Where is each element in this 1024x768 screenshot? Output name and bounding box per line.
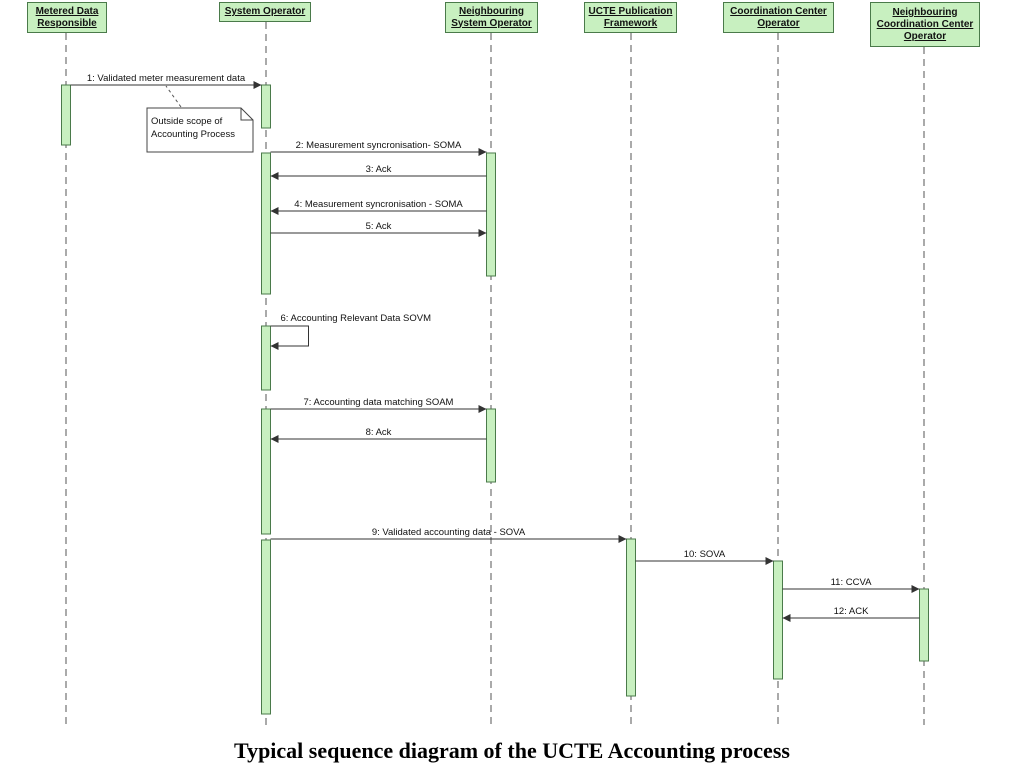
message-label-2: 2: Measurement syncronisation- SOMA	[296, 140, 462, 151]
activation-bar-so-5	[261, 408, 271, 535]
message-arrow-6	[270, 325, 309, 350]
activation-bar-mdr-0	[61, 84, 71, 146]
message-label-7: 7: Accounting data matching SOAM	[304, 397, 454, 408]
lifeline-head-ucte: UCTE Publication Framework	[584, 2, 677, 33]
activation-bar-ncco-10	[919, 588, 929, 662]
activation-bar-so-2	[261, 152, 271, 295]
message-label-9: 9: Validated accounting data - SOVA	[372, 527, 526, 538]
note-box	[146, 107, 254, 153]
note-text-line-1: Outside scope of	[151, 116, 223, 127]
activation-bar-so-1	[261, 84, 271, 129]
message-label-4: 4: Measurement syncronisation - SOMA	[294, 199, 463, 210]
message-label-1: 1: Validated meter measurement data	[87, 73, 246, 84]
activation-bar-ucte-8	[626, 538, 636, 697]
message-label-10: 10: SOVA	[684, 549, 726, 560]
note-connector	[165, 85, 182, 108]
message-label-11: 11: CCVA	[831, 577, 872, 588]
message-label-5: 5: Ack	[366, 221, 392, 232]
lifeline-head-mdr: Metered Data Responsible	[27, 2, 107, 33]
activation-bar-so-4	[261, 325, 271, 391]
message-label-12: 12: ACK	[834, 606, 870, 617]
lifeline-head-nso: Neighbouring System Operator	[445, 2, 538, 33]
activation-bar-nso-6	[486, 408, 496, 483]
lifeline-head-ncco: Neighbouring Coordination Center Operato…	[870, 2, 980, 47]
lifeline-head-so: System Operator	[219, 2, 311, 22]
note-text-line-2: Accounting Process	[151, 129, 235, 140]
activation-bar-nso-3	[486, 152, 496, 277]
message-label-6: 6: Accounting Relevant Data SOVM	[281, 313, 432, 324]
message-label-8: 8: Ack	[366, 427, 392, 438]
activation-bar-so-7	[261, 539, 271, 715]
white-patch	[118, 708, 242, 768]
activation-bar-cco-9	[773, 560, 783, 680]
message-label-3: 3: Ack	[366, 164, 392, 175]
lifeline-head-cco: Coordination Center Operator	[723, 2, 834, 33]
diagram-caption: Typical sequence diagram of the UCTE Acc…	[234, 738, 790, 763]
